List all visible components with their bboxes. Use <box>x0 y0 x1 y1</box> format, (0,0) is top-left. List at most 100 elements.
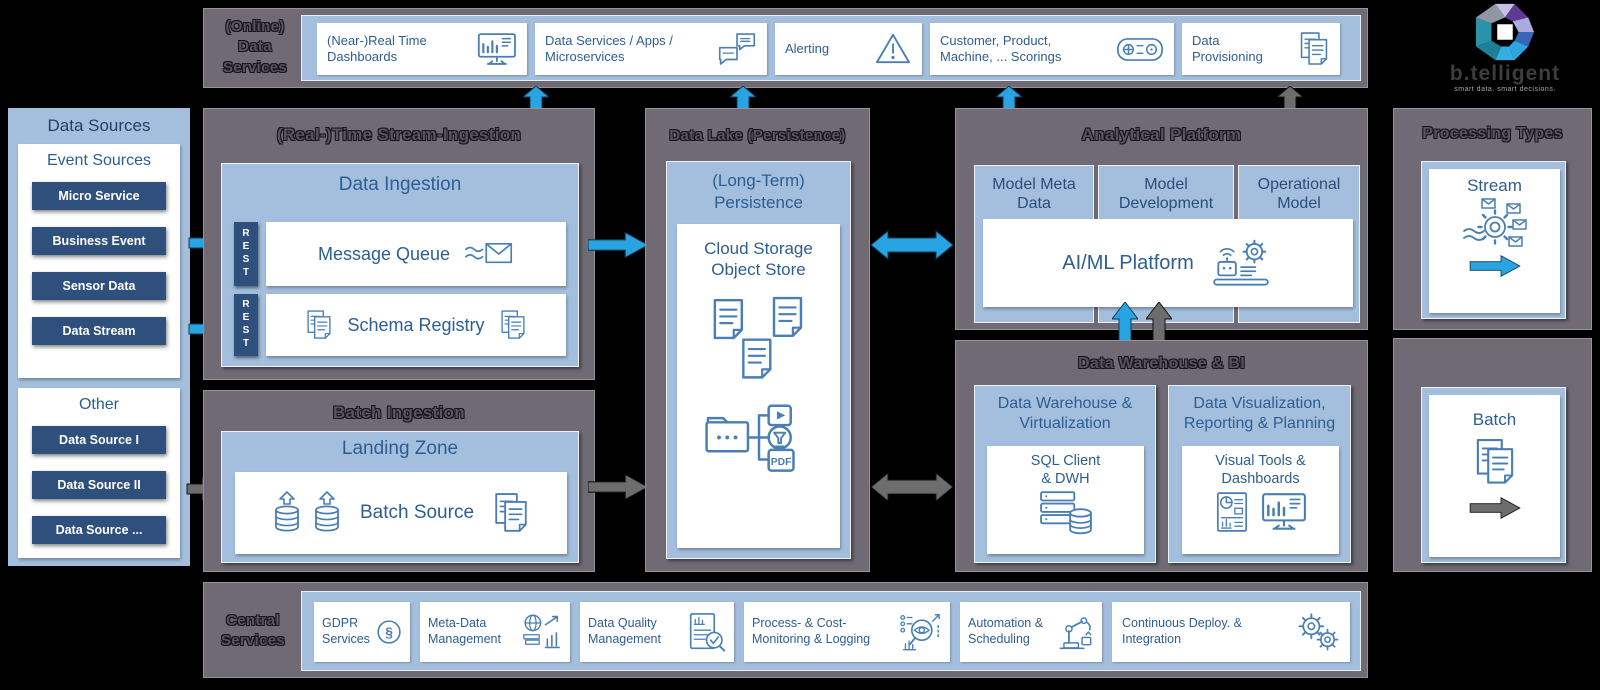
arrow-up-stream-to-services <box>523 86 549 110</box>
gears-icon <box>1296 612 1340 652</box>
landing-zone-title: Landing Zone <box>341 438 459 459</box>
service-label: Continuous Deploy. & Integration <box>1122 616 1242 646</box>
source-data-source-etc: Data Source ... <box>32 516 166 544</box>
landing-zone-card: Landing Zone Batch Source <box>221 431 579 563</box>
arrow-up-lake-to-services <box>730 86 756 110</box>
service-label: GDPR Services <box>322 616 370 646</box>
folder-filetypes-icon <box>701 403 817 483</box>
ai-ml-robot-icon <box>1208 236 1274 290</box>
online-data-services-title: (Online) Data Services <box>222 18 288 76</box>
server-database-icon <box>1039 490 1093 538</box>
processing-types-panel: Processing Types Stream <box>1393 108 1592 330</box>
btelligent-gem-icon <box>1475 3 1535 61</box>
object-documents-icon <box>704 295 814 387</box>
stream-processing-card: Stream <box>1421 161 1566 319</box>
logo-wordmark: b.telligent <box>1449 62 1561 85</box>
service-label: Data Services / Apps / Microservices <box>545 32 673 64</box>
source-data-source-2: Data Source II <box>32 471 166 499</box>
batch-ingestion-title: Batch Ingestion <box>332 403 465 422</box>
service-scorings: Customer, Product, Machine, ... Scorings <box>930 23 1174 75</box>
event-sources-title: Event Sources <box>46 152 152 169</box>
arrow-batch-to-lake <box>588 472 648 502</box>
persistence-title: (Long-Term) Persistence <box>712 171 805 213</box>
central-services-panel: Central Services GDPR Services Meta-Data… <box>203 582 1368 678</box>
message-queue-icon <box>464 240 514 268</box>
dwh-virtualization-card: Data Warehouse & Virtualization SQL Clie… <box>974 385 1156 563</box>
other-sources-title: Other <box>78 396 119 413</box>
message-queue-label: Message Queue <box>317 243 451 264</box>
service-continuous-deploy: Continuous Deploy. & Integration <box>1112 602 1350 662</box>
service-label: Automation & Scheduling <box>968 616 1044 646</box>
rest-label-1: REST <box>234 222 258 286</box>
analytical-platform-title: Analytical Platform <box>1081 125 1242 144</box>
column-label: Operational Model <box>1257 176 1341 213</box>
column-label: Model Meta Data <box>992 176 1076 213</box>
service-data-services-apps: Data Services / Apps / Microservices <box>535 23 767 75</box>
section-sign-icon <box>376 615 402 649</box>
gamepad-icon <box>1116 35 1164 64</box>
service-label: Customer, Product, Machine, ... Scorings <box>940 32 1062 64</box>
documents-icon <box>1298 31 1330 67</box>
arrow-lake-analytics-bidirectional <box>870 230 954 260</box>
cloud-storage-label: Cloud Storage Object Store <box>704 239 813 280</box>
database-upload-icon <box>312 491 342 535</box>
warning-triangle-icon <box>874 32 912 66</box>
robot-arm-icon <box>1052 613 1094 651</box>
service-data-provisioning: Data Provisioning <box>1182 23 1340 75</box>
batch-processing-inner: Batch <box>1429 395 1560 557</box>
schema-documents-icon <box>499 309 527 341</box>
schema-registry-row: Schema Registry <box>266 294 566 356</box>
online-data-services-panel: (Online) Data Services (Near-)Real Time … <box>203 8 1368 88</box>
stream-ingestion-title: (Real-)Time Stream-Ingestion <box>276 125 522 144</box>
other-sources-card: Other Data Source I Data Source II Data … <box>18 388 180 558</box>
visual-tools-label: Visual Tools & Dashboards <box>1215 453 1306 488</box>
data-visualization-title: Data Visualization, Reporting & Planning <box>1183 395 1336 432</box>
source-sensor-data: Sensor Data <box>32 272 166 300</box>
dashboard-monitor-icon <box>1261 491 1307 533</box>
btelligent-logo: b.telligent smart data. smart decisions. <box>1420 2 1590 98</box>
batch-source-label: Batch Source <box>359 502 475 523</box>
service-data-quality: Data Quality Management <box>580 602 734 662</box>
service-label: (Near-)Real Time Dashboards <box>327 32 427 64</box>
source-business-event: Business Event <box>32 227 166 255</box>
service-label: Meta-Data Management <box>428 616 501 646</box>
column-label: Model Development <box>1118 176 1214 213</box>
service-automation: Automation & Scheduling <box>960 602 1102 662</box>
service-process-monitoring: Process- & Cost- Monitoring & Logging <box>744 602 950 662</box>
eye-magnifier-icon <box>898 612 942 652</box>
dwh-bi-panel: Data Warehouse & BI Data Warehouse & Vir… <box>955 340 1368 572</box>
rest-label-2: REST <box>234 294 258 356</box>
source-micro-service: Micro Service <box>32 182 166 210</box>
service-metadata-mgmt: Meta-Data Management <box>420 602 570 662</box>
stream-ingestion-panel: (Real-)Time Stream-Ingestion Data Ingest… <box>203 108 595 380</box>
cloud-storage-box: Cloud Storage Object Store <box>677 224 840 548</box>
data-sources-title: Data Sources <box>47 116 151 135</box>
service-label: Data Provisioning <box>1192 32 1263 64</box>
data-ingestion-title: Data Ingestion <box>338 174 462 195</box>
service-realtime-dashboards: (Near-)Real Time Dashboards <box>317 23 527 75</box>
analytical-platform-panel: Analytical Platform Model Meta Data Mode… <box>955 108 1368 330</box>
stream-processing-inner: Stream <box>1429 169 1560 313</box>
service-label: Alerting <box>785 40 830 56</box>
persistence-card: (Long-Term) Persistence Cloud Storage Ob… <box>666 161 851 559</box>
data-lake-title: Data Lake (Persistence) <box>669 127 846 144</box>
service-alerting: Alerting <box>775 23 922 75</box>
event-sources-card: Event Sources Micro Service Business Eve… <box>18 144 180 378</box>
online-services-band: (Near-)Real Time Dashboards Data Service… <box>301 15 1361 81</box>
dashboard-monitor-icon <box>477 31 517 68</box>
sql-client-box: SQL Client & DWH <box>987 446 1144 554</box>
stream-gear-envelopes-icon <box>1462 198 1528 250</box>
arrow-up-dwh-to-services <box>1277 86 1303 110</box>
report-icon <box>1215 491 1249 533</box>
globe-chart-icon <box>520 613 562 651</box>
stream-direction-arrow <box>1452 254 1538 278</box>
batch-type-panel: Batch <box>1393 338 1592 572</box>
checklist-magnifier-icon <box>688 612 726 652</box>
batch-source-row: Batch Source <box>235 472 567 554</box>
data-ingestion-card: Data Ingestion REST Message Queue REST S… <box>221 163 579 367</box>
documents-icon <box>1473 436 1517 488</box>
chat-bubbles-icon <box>717 31 757 68</box>
schema-registry-label: Schema Registry <box>347 314 485 335</box>
service-label: Data Quality Management <box>588 616 661 646</box>
source-data-stream: Data Stream <box>32 317 166 345</box>
